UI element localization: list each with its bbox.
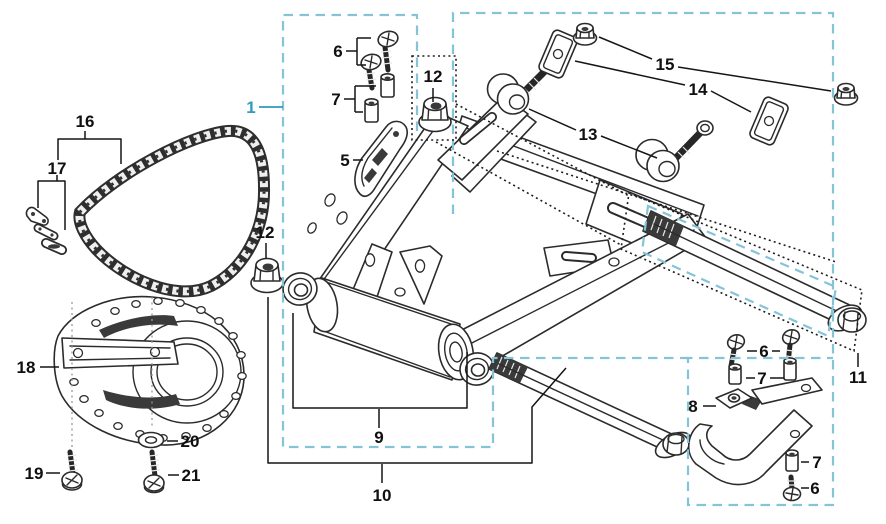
callout-7-front: 7 bbox=[331, 90, 340, 109]
part-master-link bbox=[25, 206, 67, 255]
part-drive-chain bbox=[73, 124, 271, 298]
part-flange-nut-left bbox=[250, 257, 284, 294]
nut-15-right bbox=[833, 82, 859, 106]
leader-13 bbox=[528, 108, 658, 159]
bracket-17 bbox=[37, 175, 66, 230]
part-screws-spacers-front bbox=[360, 30, 399, 123]
leader-15 bbox=[598, 36, 832, 92]
axle-dotted-box bbox=[620, 191, 863, 353]
callout-8: 8 bbox=[688, 397, 697, 416]
bracket-10 bbox=[267, 297, 567, 483]
callout-7-lower: 7 bbox=[812, 453, 821, 472]
callout-6-lower: 6 bbox=[810, 479, 819, 498]
nut-15-left bbox=[572, 22, 598, 46]
callout-16: 16 bbox=[76, 112, 95, 131]
callout-20: 20 bbox=[181, 432, 200, 451]
callout-9: 9 bbox=[374, 428, 383, 447]
callout-6-front: 6 bbox=[333, 42, 342, 61]
group-dotted-guides bbox=[71, 55, 863, 450]
part-guard-fasteners bbox=[61, 431, 165, 494]
callout-10: 10 bbox=[373, 486, 392, 505]
bracket-9 bbox=[292, 313, 468, 428]
part-chain-adjuster bbox=[688, 329, 823, 502]
callout-14: 14 bbox=[689, 80, 708, 99]
alignment-line-1 bbox=[455, 103, 630, 197]
callout-18: 18 bbox=[17, 358, 36, 377]
callout-5: 5 bbox=[340, 151, 349, 170]
leader-14 bbox=[574, 60, 752, 113]
group-1-outline-left bbox=[281, 13, 688, 449]
bracket-7-front bbox=[344, 85, 376, 113]
part-chain-slider bbox=[354, 120, 408, 197]
callout-12-left: 12 bbox=[256, 223, 275, 242]
callout-7-upper: 7 bbox=[757, 369, 766, 388]
part-lower-axle bbox=[488, 352, 692, 459]
bracket-6-front bbox=[346, 37, 371, 66]
nut-dotted-box bbox=[411, 55, 457, 141]
alignment-line-3 bbox=[496, 150, 837, 263]
callout-12-top: 12 bbox=[424, 67, 443, 86]
group-highlight-boxes bbox=[259, 11, 838, 507]
axle-highlight-box bbox=[640, 204, 838, 338]
alignment-line-2 bbox=[435, 141, 622, 246]
callout-11: 11 bbox=[849, 368, 867, 387]
part-pivot-axle bbox=[642, 210, 867, 333]
callout-6-upper: 6 bbox=[759, 342, 768, 361]
callout-19: 19 bbox=[25, 464, 44, 483]
part-pivot-bearings bbox=[282, 272, 495, 386]
group-1-outline-right bbox=[451, 11, 835, 507]
bearing-right bbox=[459, 352, 495, 386]
part-chain-guard bbox=[53, 295, 247, 446]
bracket-16 bbox=[57, 131, 122, 164]
callout-1: 1 bbox=[246, 98, 255, 117]
callout-13: 13 bbox=[579, 125, 598, 144]
part-swingarm bbox=[305, 95, 707, 381]
group-leader-lines bbox=[37, 36, 859, 489]
callout-15: 15 bbox=[656, 55, 675, 74]
group-callout-labels: 1 16 17 5 6 7 12 12 13 14 15 18 19 20 21… bbox=[17, 42, 867, 505]
part-flange-nut-top bbox=[418, 96, 452, 133]
callout-17: 17 bbox=[48, 159, 67, 178]
callout-21: 21 bbox=[182, 466, 201, 485]
part-mount-hardware bbox=[486, 22, 859, 183]
